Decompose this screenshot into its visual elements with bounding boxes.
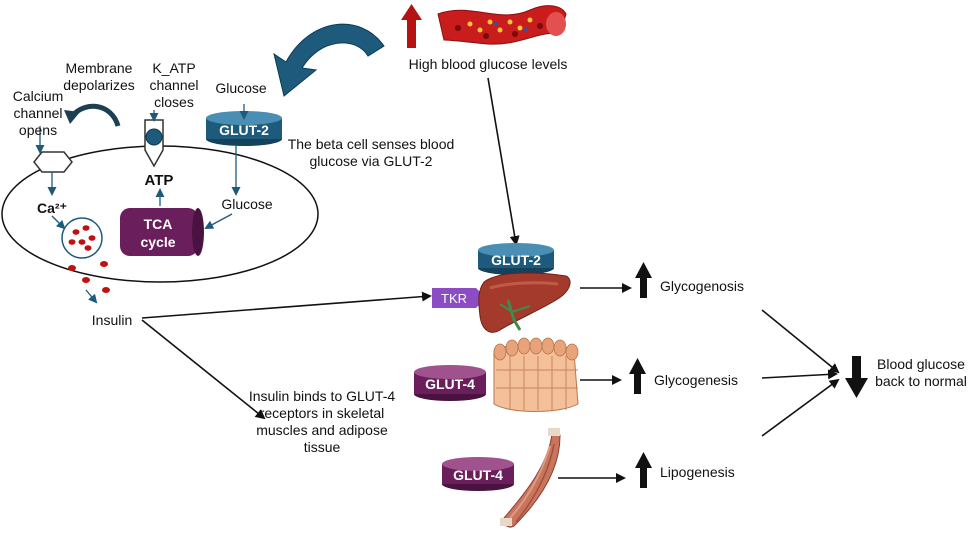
membrane-depolarizes-label: Membrane depolarizes (63, 60, 135, 93)
calcium-channel-label: Calcium channel opens (12, 88, 64, 138)
lipogenesis-label: Lipogenesis (660, 464, 735, 480)
tca-cycle-box: TCA cycle (120, 208, 204, 256)
svg-text:cycle: cycle (140, 234, 175, 250)
svg-text:GLUT-4: GLUT-4 (453, 467, 503, 483)
blood-vessel-icon (437, 5, 567, 45)
svg-text:TKR: TKR (441, 291, 467, 306)
katp-label: K_ATP channel closes (149, 60, 199, 110)
insulin-binds-label: Insulin binds to GLUT-4 receptors in ske… (248, 388, 396, 455)
glut2-cell-transporter: GLUT-2 (206, 111, 282, 146)
insulin-granules (68, 225, 110, 293)
svg-text:GLUT-2: GLUT-2 (491, 252, 541, 268)
glut4-adipose-transporter: GLUT-4 (414, 365, 486, 401)
down-arrow-black (845, 356, 868, 398)
adipose-tissue-icon (493, 337, 579, 412)
calcium-ion-label: Ca²⁺ (37, 200, 67, 216)
calcium-channel-icon (33, 151, 73, 173)
blood-glucose-normal-label: Blood glucose back to normal (875, 356, 967, 389)
up-arrow-red (401, 4, 422, 48)
glut2-cell-label: GLUT-2 (219, 122, 269, 138)
svg-text:TCA: TCA (144, 216, 173, 232)
curved-arrow-depolarize (70, 103, 121, 127)
glucose-top-label: Glucose (215, 80, 267, 96)
beta-cell-senses-label: The beta cell senses blood glucose via G… (287, 136, 455, 169)
svg-text:GLUT-4: GLUT-4 (425, 376, 475, 392)
glucose-inner-label: Glucose (221, 196, 273, 212)
glut4-muscle-transporter: GLUT-4 (442, 457, 514, 491)
insulin-label: Insulin (91, 312, 133, 328)
skeletal-muscle-icon (500, 428, 561, 528)
glycogenosis-label: Glycogenosis (660, 278, 745, 294)
glycogenesis-label: Glycogenesis (654, 372, 739, 388)
up-arrows-black (629, 262, 652, 488)
high-blood-glucose-label: High blood glucose levels (408, 56, 568, 72)
atp-label: ATP (144, 172, 174, 189)
insulin-vesicle (61, 217, 103, 259)
glut2-liver-transporter: GLUT-2 (478, 243, 554, 275)
liver-icon (478, 272, 571, 333)
curved-arrow-blood-to-cell (273, 23, 385, 97)
tkr-receptor: TKR (432, 288, 486, 308)
